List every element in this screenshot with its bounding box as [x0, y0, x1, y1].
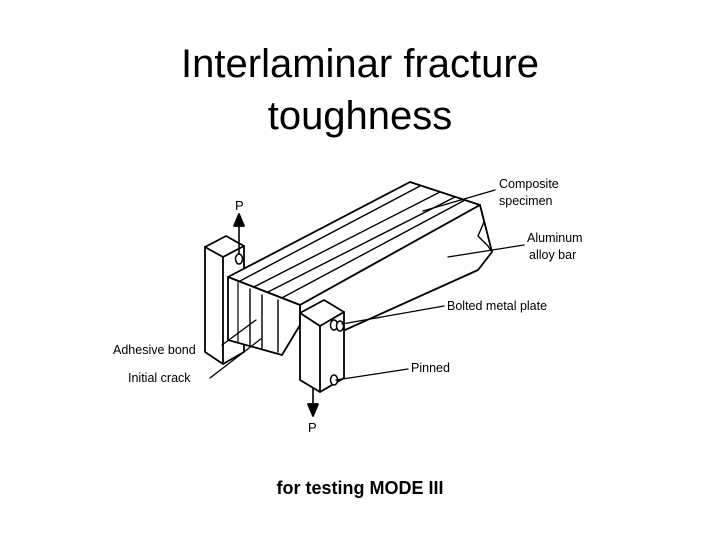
specimen-assembly — [227, 181, 493, 356]
label-initial-crack: Initial crack — [128, 371, 191, 385]
label-bolted-plate: Bolted metal plate — [447, 299, 547, 313]
load-arrow-down — [307, 387, 319, 417]
slide-title: Interlaminar fracture toughness — [0, 38, 720, 142]
slide-title-line-2: toughness — [267, 94, 453, 138]
load-arrow-up — [233, 213, 245, 255]
bolt-holes — [234, 253, 345, 386]
label-composite-line2: specimen — [499, 194, 553, 208]
load-label-top: P — [235, 198, 244, 213]
load-label-bottom: P — [308, 420, 317, 435]
label-adhesive-bond: Adhesive bond — [113, 343, 196, 357]
slide-caption: for testing MODE III — [276, 478, 444, 498]
label-aluminum-line2: alloy bar — [529, 248, 576, 262]
label-composite-line1: Composite — [499, 177, 559, 191]
label-pinned: Pinned — [411, 361, 450, 375]
slide-title-line-1: Interlaminar fracture — [181, 42, 539, 86]
label-aluminum-line1: Aluminum — [527, 231, 583, 245]
leader-lines — [209, 189, 525, 381]
